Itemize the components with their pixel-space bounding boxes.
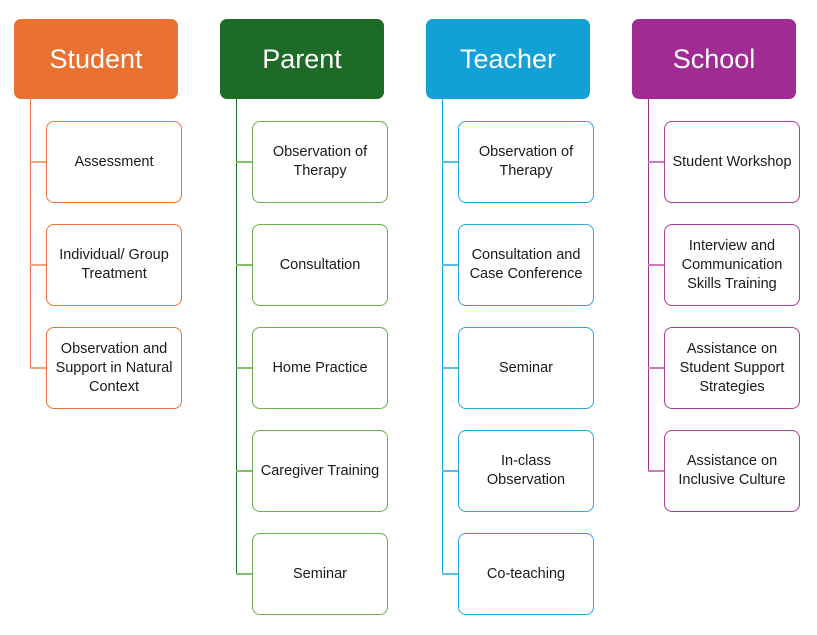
connector-branch (236, 367, 252, 369)
item-box: Home Practice (252, 327, 388, 409)
item-box: Assessment (46, 121, 182, 203)
item-box: Caregiver Training (252, 430, 388, 512)
connector-branch (442, 367, 458, 369)
connector-trunk (442, 99, 444, 575)
item-box: Observation of Therapy (252, 121, 388, 203)
connector-branch (648, 367, 664, 369)
item-box: Consultation (252, 224, 388, 306)
item-box: Student Workshop (664, 121, 800, 203)
column-teacher: Teacher Observation of Therapy Consultat… (426, 0, 616, 635)
connector-trunk (30, 99, 32, 369)
item-box: Seminar (252, 533, 388, 615)
connector-trunk (236, 99, 238, 575)
header-school: School (632, 19, 796, 99)
connector-branch (442, 573, 458, 575)
connector-branch (442, 264, 458, 266)
header-parent: Parent (220, 19, 384, 99)
connector-branch (442, 161, 458, 163)
connector-trunk (648, 99, 650, 472)
column-student: Student Assessment Individual/ Group Tre… (14, 0, 204, 635)
connector-branch (30, 161, 46, 163)
connector-branch (236, 470, 252, 472)
header-student: Student (14, 19, 178, 99)
connector-branch (236, 264, 252, 266)
item-box: Observation and Support in Natural Conte… (46, 327, 182, 409)
item-box: Assistance on Inclusive Culture (664, 430, 800, 512)
item-box: Consultation and Case Conference (458, 224, 594, 306)
item-box: Individual/ Group Treatment (46, 224, 182, 306)
item-box: Co-teaching (458, 533, 594, 615)
header-teacher: Teacher (426, 19, 590, 99)
connector-branch (648, 470, 664, 472)
column-parent: Parent Observation of Therapy Consultati… (220, 0, 410, 635)
connector-branch (648, 161, 664, 163)
item-box: In-class Observation (458, 430, 594, 512)
item-box: Interview and Communication Skills Train… (664, 224, 800, 306)
item-box: Seminar (458, 327, 594, 409)
connector-branch (30, 264, 46, 266)
item-box: Observation of Therapy (458, 121, 594, 203)
connector-branch (442, 470, 458, 472)
connector-branch (236, 161, 252, 163)
item-box: Assistance on Student Support Strategies (664, 327, 800, 409)
connector-branch (236, 573, 252, 575)
connector-branch (30, 367, 46, 369)
connector-branch (648, 264, 664, 266)
column-school: School Student Workshop Interview and Co… (632, 0, 817, 635)
